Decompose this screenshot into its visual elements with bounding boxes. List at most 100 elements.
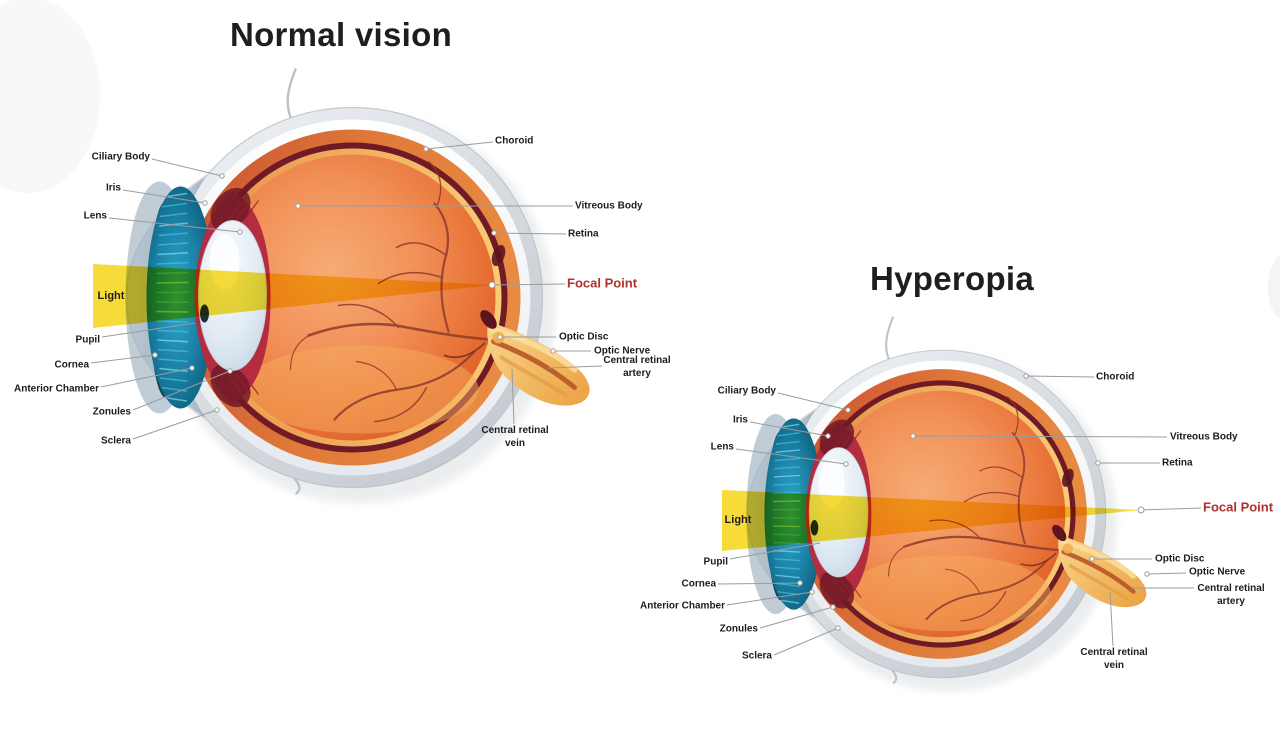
leader-dot [491,230,497,236]
leader-central-retinal-vein [511,368,515,425]
leader-dot [202,200,208,206]
leader-pupil [729,542,821,560]
leader-dot [843,461,849,467]
label-line: artery [1217,596,1245,607]
leader-zonules [132,370,231,411]
label-pupil: Pupil [703,556,728,568]
leader-dot [1023,373,1029,379]
leader-ciliary-body [151,158,223,177]
label-line: vein [1103,660,1124,671]
label-zonules: Zonules [92,406,131,418]
label-cornea: Cornea [681,578,716,590]
leader-zonules [759,606,834,629]
label-iris: Iris [105,182,121,194]
focal-point-marker [1137,506,1145,514]
leader-cornea [717,582,801,585]
label-cornea: Cornea [54,359,89,371]
label-line: Central retinal [1080,647,1148,658]
leader-sclera [132,409,218,440]
leader-central-retinal-vein [1109,591,1114,647]
label-anterior-chamber: Anterior Chamber [639,600,725,612]
label-line: vein [504,438,525,449]
leader-lines-normal [90,141,603,440]
label-light: Light [97,289,125,302]
label-sclera: Sclera [741,650,772,662]
label-ciliary-body: Ciliary Body [91,151,150,163]
title-normal-vision: Normal vision [229,16,453,53]
label-central-retinal-artery: Central retinal artery [1197,582,1264,608]
leader-focal-point [491,283,566,286]
leader-lens [108,217,241,233]
light-beam-hyperopia [722,490,1141,551]
label-lens: Lens [710,441,734,453]
label-pupil: Pupil [75,334,100,346]
light-beam-normal [93,264,492,328]
leader-dot [227,368,233,374]
focal-point-marker [488,281,496,289]
leader-lines-hyperopia [717,373,1202,656]
watermark-blob-left [0,0,100,193]
label-optic-disc: Optic Disc [559,331,609,343]
leader-cornea [90,354,156,364]
leader-dot [809,589,815,595]
leader-dot [1144,571,1150,577]
label-optic-disc: Optic Disc [1155,553,1205,565]
leader-dot [214,407,220,413]
label-ciliary-body: Ciliary Body [717,385,776,397]
label-focal-point: Focal Point [567,275,638,291]
leader-dot [830,604,836,610]
leader-dot [189,365,195,371]
leader-dot [497,334,503,340]
leader-dot [219,173,225,179]
leader-anterior-chamber [100,367,193,388]
label-optic-nerve: Optic Nerve [1189,566,1246,578]
leader-dot [1095,460,1101,466]
leader-dot [835,625,841,631]
leader-dot [1089,556,1095,562]
leader-lens [735,448,847,465]
label-optic-nerve: Optic Nerve [594,345,651,357]
leader-sclera [773,627,839,656]
label-vitreous-body: Vitreous Body [1170,431,1238,443]
label-line: Central retinal [1197,583,1265,594]
label-anterior-chamber: Anterior Chamber [13,383,99,395]
label-central-retinal-vein: Central retinal vein [1080,646,1147,672]
leader-dot [550,348,556,354]
leader-iris [749,421,829,437]
leader-iris [122,189,206,204]
leader-choroid [425,141,494,150]
label-light: Light [724,513,752,526]
leader-dot [295,203,301,209]
label-sclera: Sclera [100,435,131,447]
leader-dot [423,146,429,152]
leader-choroid [1025,375,1095,378]
label-line: Central retinal [481,425,549,436]
label-lens: Lens [83,210,107,222]
label-iris: Iris [732,414,748,426]
label-line: Central retinal [603,355,671,366]
leader-dot [797,580,803,586]
leader-focal-point [1140,507,1202,511]
label-line: artery [623,368,651,379]
leader-dot [825,433,831,439]
leader-central-retinal-artery [547,365,603,369]
label-zonules: Zonules [719,623,758,635]
label-choroid: Choroid [1096,371,1135,383]
label-central-retinal-vein: Central retinal vein [481,424,548,450]
leader-dot [910,433,916,439]
title-hyperopia: Hyperopia [869,260,1035,297]
label-central-retinal-artery: Central retinal artery [603,354,670,380]
leader-ciliary-body [777,392,849,411]
leader-pupil [101,322,196,338]
label-focal-point: Focal Point [1203,499,1274,515]
leader-optic-nerve [1146,572,1187,575]
leader-retina [493,232,567,235]
watermark-blob-right [1268,254,1280,320]
leader-dot [845,407,851,413]
label-retina: Retina [568,228,599,240]
leader-dot [237,229,243,235]
leader-anterior-chamber [726,591,813,606]
label-choroid: Choroid [495,135,534,147]
leader-vitreous-body [912,435,1168,438]
